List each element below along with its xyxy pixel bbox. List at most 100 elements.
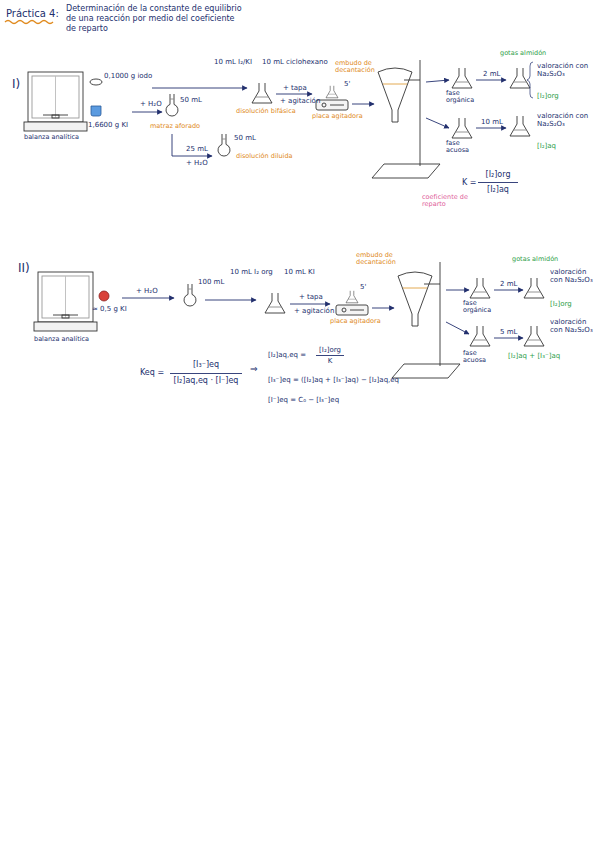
text-label: 10 mL KI — [284, 268, 315, 276]
text-label: [I₂]aq — [537, 142, 556, 150]
text-label: II) — [18, 262, 30, 276]
volumetric-flask — [184, 284, 196, 306]
text-label: 50 mL — [234, 134, 256, 142]
volumetric-flask — [166, 94, 178, 116]
text-label: Práctica 4: — [6, 8, 59, 20]
process-arrow — [476, 128, 506, 129]
process-arrow — [494, 290, 523, 291]
text-label: 10 mL — [481, 118, 503, 126]
text-label: [I⁻]eq = C₀ − [I₃⁻]eq — [268, 396, 339, 404]
text-label: [I₂]aq,eq · [I⁻]eq — [174, 376, 239, 385]
erlenmeyer-flask — [470, 278, 490, 298]
text-label: 100 mL — [198, 278, 224, 286]
text-label: [I₂]org — [550, 300, 572, 308]
text-label: Keq = — [140, 368, 164, 377]
fraction-bar — [478, 182, 518, 183]
text-label: + H₂O — [136, 287, 158, 295]
process-arrow — [476, 80, 506, 81]
text-label: ≈ 0,5 g KI — [92, 305, 127, 313]
process-arrow — [132, 112, 162, 113]
stirrer-plate — [316, 100, 348, 110]
process-arrow — [276, 94, 312, 95]
text-label: 25 mL — [186, 145, 208, 153]
text-label: 5' — [360, 283, 366, 291]
text-label: + tapa — [299, 293, 323, 301]
balance-symbol — [34, 272, 97, 331]
text-label: embudo de decantación — [356, 252, 396, 267]
text-label: 10 mL I₂ org — [230, 268, 273, 276]
process-arrow — [446, 322, 469, 334]
text-label: 10 mL ciclohexano — [262, 58, 328, 66]
process-arrow — [122, 298, 174, 299]
text-label: 2 mL — [500, 280, 517, 288]
text-label: embudo de decantación — [335, 60, 375, 75]
diagram-title: Determinación de la constante de equilib… — [66, 4, 244, 34]
titration-flask — [524, 326, 544, 346]
text-label: [I₂]org — [319, 346, 341, 354]
erlenmeyer-flask — [452, 68, 472, 88]
text-label: + agitación — [280, 97, 320, 105]
text-label: disolución bifásica — [236, 108, 296, 115]
process-arrow — [426, 80, 449, 82]
process-arrow — [205, 300, 256, 301]
process-arrow — [446, 290, 469, 291]
separatory-funnel — [372, 60, 440, 178]
process-arrow — [290, 304, 330, 305]
text-label: 1,6600 g KI — [88, 121, 128, 129]
wavy-underline — [5, 21, 53, 24]
text-label: placa agitadora — [330, 318, 381, 325]
erlenmeyer-flask — [326, 86, 338, 98]
text-label: valoración con Na₂S₂O₃ — [537, 112, 592, 128]
text-label: [I₂]aq — [487, 185, 509, 194]
text-label: coeficiente de reparto — [422, 194, 468, 209]
text-label: fase acuosa — [463, 350, 499, 365]
erlenmeyer-flask — [470, 326, 490, 346]
erlenmeyer-flask — [265, 293, 285, 313]
text-label: [I₂]aq + [I₃⁻]aq — [508, 352, 560, 360]
text-label: valoración con Na₂S₂O₃ — [550, 318, 598, 334]
process-arrow — [352, 104, 374, 105]
titration-flask — [510, 116, 530, 136]
text-label: placa agitadora — [312, 113, 363, 120]
process-arrow — [372, 308, 394, 309]
titration-flask — [510, 68, 530, 88]
weighing-bottle — [91, 106, 101, 116]
text-label: balanza analítica — [24, 134, 79, 141]
text-label: balanza analítica — [34, 336, 89, 343]
text-label: fase orgánica — [446, 90, 482, 105]
text-label: 50 mL — [180, 96, 202, 104]
text-label: fase orgánica — [463, 300, 499, 315]
balance-symbol — [24, 72, 87, 131]
text-label: [I₃⁻]eq — [193, 360, 219, 369]
erlenmeyer-flask — [452, 118, 472, 138]
text-label: fase acuosa — [446, 140, 482, 155]
fraction-bar — [170, 373, 242, 374]
titration-flask — [524, 278, 544, 298]
text-label: 2 mL — [483, 70, 500, 78]
erlenmeyer-flask — [252, 83, 272, 103]
text-label: 0,1000 g iodo — [104, 72, 152, 80]
process-arrow — [172, 134, 212, 156]
text-label: K — [328, 357, 333, 365]
fraction-bar — [316, 355, 344, 356]
text-label: gotas almidón — [500, 50, 546, 57]
stirrer-plate — [336, 305, 368, 315]
text-label: matraz aforado — [150, 123, 200, 130]
text-label: + H₂O — [186, 159, 208, 167]
text-label: [I₃⁻]eq = ([I₂]aq + [I₃⁻]aq) − [I₂]aq,eq — [268, 376, 399, 384]
text-label: + H₂O — [140, 100, 162, 108]
erlenmeyer-flask — [346, 291, 358, 303]
text-label: I) — [12, 78, 20, 92]
text-label: + agitación — [294, 307, 334, 315]
text-label: 10 mL I₂/KI — [214, 58, 252, 66]
volumetric-flask — [218, 134, 230, 156]
process-arrow — [152, 88, 247, 89]
text-label: + tapa — [283, 84, 307, 92]
text-label: K = — [462, 178, 477, 187]
bracket — [527, 62, 533, 98]
text-label: valoración con Na₂S₂O₃ — [550, 268, 598, 284]
watch-glass — [90, 79, 102, 85]
process-arrow — [494, 338, 523, 339]
text-label: [I₂]org — [486, 170, 511, 179]
